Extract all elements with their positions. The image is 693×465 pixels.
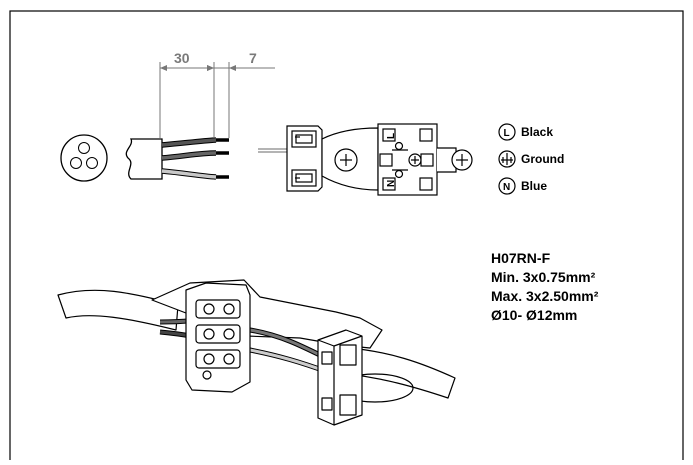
cable-type: H07RN-F <box>491 250 551 266</box>
cable-max-section: Max. 3x2.50mm² <box>491 288 599 304</box>
legend: L Black Ground N Blue <box>498 123 564 195</box>
cable-specification: H07RN-F Min. 3x0.75mm² Max. 3x2.50mm² Ø1… <box>491 250 599 323</box>
cable-diameter: Ø10- Ø12mm <box>491 307 577 323</box>
svg-text:N: N <box>503 182 510 193</box>
strip-length-label: 30 <box>174 50 190 66</box>
conductor-length-label: 7 <box>249 50 257 66</box>
frame-border <box>9 10 684 465</box>
cable-cross-section <box>60 134 108 182</box>
ground-icon <box>498 150 516 168</box>
legend-live-icon: L <box>498 123 516 141</box>
live-mark: L <box>386 133 397 139</box>
svg-text:L: L <box>504 128 510 139</box>
assembled-connector <box>57 279 456 426</box>
legend-neutral-icon: N <box>498 177 516 195</box>
legend-live-label: Black <box>521 125 553 139</box>
stripped-cable <box>125 137 229 180</box>
dimension-lines <box>159 62 275 138</box>
legend-ground-label: Ground <box>521 152 564 166</box>
connector-top-view <box>258 123 473 196</box>
neutral-mark: N <box>386 180 397 187</box>
legend-neutral-label: Blue <box>521 179 547 193</box>
cable-min-section: Min. 3x0.75mm² <box>491 269 596 285</box>
